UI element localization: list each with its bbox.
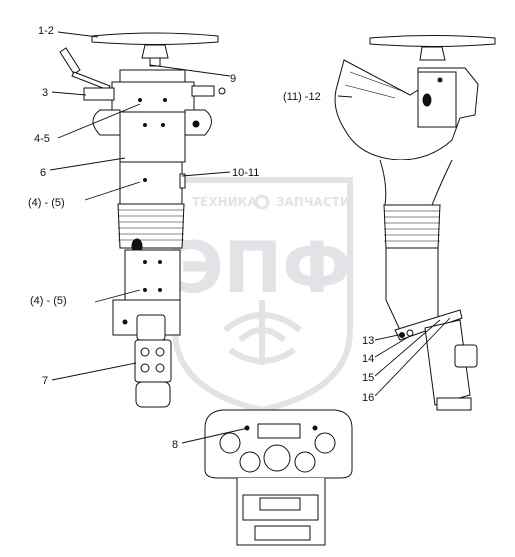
callout-16: 16 xyxy=(362,392,374,404)
column-head xyxy=(83,69,226,163)
callout-14: 14 xyxy=(362,353,374,365)
watermark-main: ЭПФ xyxy=(172,227,351,309)
callout-13: 13 xyxy=(362,335,374,347)
callout-4-5-upper: (4) - (5) xyxy=(28,197,65,209)
steering-column-side xyxy=(334,35,496,411)
instrument-panel xyxy=(204,409,353,546)
callout-7: 7 xyxy=(42,375,48,387)
callout-15: 15 xyxy=(362,372,374,384)
callout-8: 8 xyxy=(172,439,178,451)
steering-wheel-front xyxy=(91,32,219,67)
lower-joint xyxy=(134,314,172,408)
leader-lines xyxy=(49,31,451,444)
column-body xyxy=(112,161,186,336)
bellows-front xyxy=(117,203,185,249)
steering-column-front xyxy=(59,32,226,408)
callout-labels: 1-2 9 3 4-5 6 10-11 (4) - (5) (4) - (5) … xyxy=(28,25,374,451)
callout-1-2: 1-2 xyxy=(38,25,54,37)
watermark: ТЕХНИКА ЗАПЧАСТИ ЭПФ xyxy=(172,177,353,414)
motor-side xyxy=(424,319,478,411)
upper-housing-side xyxy=(334,59,479,161)
watermark-wheat-icon xyxy=(223,300,302,365)
steering-wheel-side xyxy=(369,35,496,61)
callout-10-11: 10-11 xyxy=(232,167,259,179)
callout-9: 9 xyxy=(230,73,236,85)
callout-4-5-lower: (4) - (5) xyxy=(30,295,67,307)
watermark-text-left: ТЕХНИКА xyxy=(192,195,258,209)
callout-6: 6 xyxy=(40,167,46,179)
watermark-text-right: ЗАПЧАСТИ xyxy=(276,195,350,209)
tilt-lever xyxy=(59,47,111,91)
bellows-side xyxy=(379,159,453,206)
callout-3: 3 xyxy=(42,87,48,99)
callout-11-12: (11) -12 xyxy=(283,91,321,103)
watermark-gear-icon xyxy=(254,194,270,210)
callout-4-5: 4-5 xyxy=(34,133,50,145)
